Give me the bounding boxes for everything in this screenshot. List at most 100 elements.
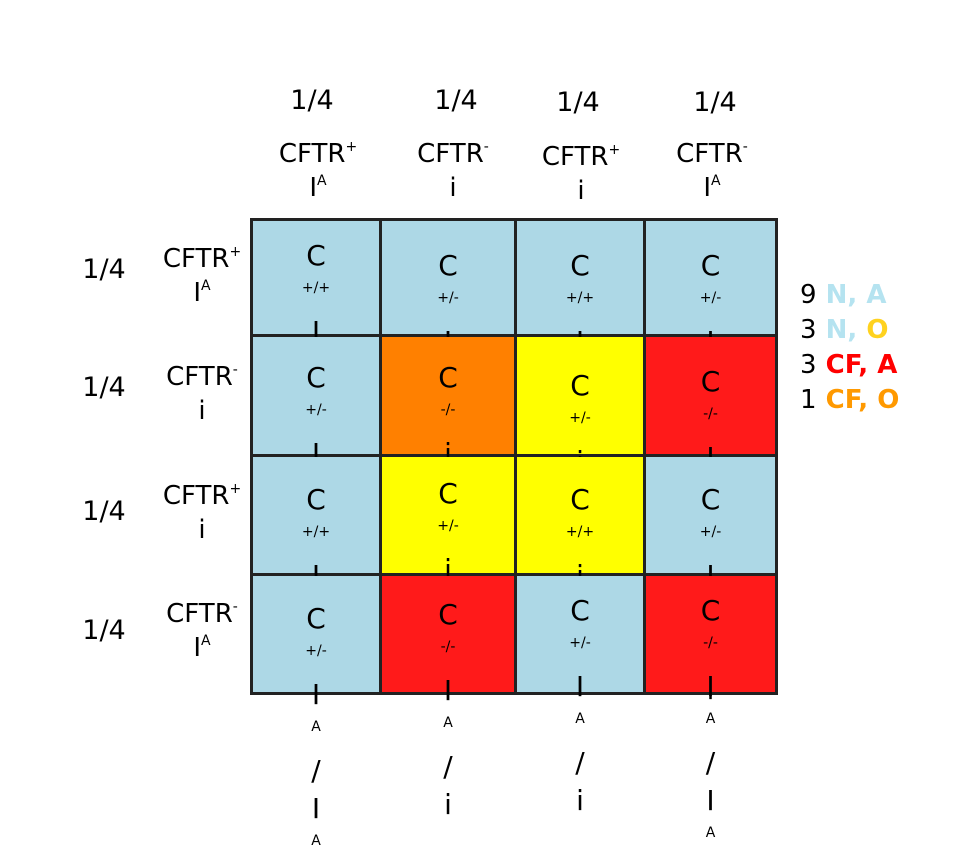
row-header-2: CFTR- i (142, 360, 262, 428)
cftr-sup: +/- (437, 518, 459, 534)
cftr-genotype: C -/- (382, 596, 514, 672)
cftr-genotype: C+/- (646, 481, 775, 557)
row-fraction-4: 1/4 (82, 615, 126, 646)
allele-2: i (444, 788, 452, 821)
cftr-sup: -/- (703, 406, 718, 422)
gene-label: CFTR (417, 139, 484, 169)
legend-count: 1 (800, 385, 817, 415)
gene-label: CFTR (676, 139, 743, 169)
gene-label: CFTR (166, 599, 233, 629)
cftr-genotype: C+/- (517, 592, 643, 668)
allele-1-sup: A (443, 715, 453, 731)
col-fraction-4: 1/4 (693, 87, 737, 118)
gene-label: CFTR (162, 244, 230, 274)
punnett-cell-r1-c4: C+/-IA/IA (646, 218, 778, 495)
cftr-letter: C (570, 249, 590, 282)
allele-label: I (703, 173, 712, 203)
punnett-cell-r2-c3: C+/-i/i (517, 337, 646, 554)
row-header-4: CFTR- IA (142, 597, 262, 665)
cftr-letter: C (306, 239, 326, 272)
cftr-sup: -/- (440, 639, 456, 655)
allele-separator: / (443, 750, 453, 783)
cftr-letter: C (700, 249, 721, 282)
cftr-genotype: C+/- (382, 475, 514, 551)
allele-separator: / (311, 754, 321, 787)
col-header-1: CFTR+ IA (258, 137, 378, 205)
cftr-letter: C (438, 598, 458, 631)
cftr-letter: C (306, 361, 326, 394)
cftr-genotype: C-/- (646, 592, 775, 668)
legend-row-1: 9 N, A (800, 278, 899, 313)
legend-right: A (877, 350, 898, 380)
allele-sup: A (201, 278, 211, 294)
phenotype-legend: 9 N, A 3 N, O 3 CF, A 1 CF, O (800, 278, 899, 418)
cftr-letter: C (306, 483, 326, 516)
allele-sup: A (711, 173, 721, 189)
row-header-3: CFTR+ i (142, 479, 262, 547)
cftr-sup: +/+ (565, 524, 595, 540)
cftr-sup: +/+ (301, 280, 331, 296)
allele-2: I (706, 784, 715, 817)
allele-1: i (444, 553, 452, 586)
cftr-genotype: C-/- (382, 359, 514, 435)
col-fraction-3: 1/4 (556, 87, 600, 118)
cftr-sup: +/- (305, 402, 327, 418)
cftr-genotype: C+/- (382, 247, 514, 323)
allele-1-sup: A (311, 719, 321, 735)
cftr-letter: C (438, 249, 458, 282)
punnett-cell-r2-c4: C-/-IA/i (646, 337, 778, 588)
col-header-4: CFTR- IA (652, 137, 772, 205)
allele-sup: A (317, 173, 327, 189)
cftr-letter: C (306, 602, 326, 635)
cftr-genotype: C+/- (253, 600, 379, 676)
cftr-letter: C (570, 483, 590, 516)
allele-1: I (706, 670, 715, 703)
allele-1: i (444, 437, 452, 470)
allele-1: I (311, 678, 321, 711)
allele-label: i (198, 515, 206, 545)
gene-label: CFTR (162, 481, 230, 511)
cftr-letter: C (700, 594, 721, 627)
allele-1: I (443, 674, 453, 707)
allele-1: I (311, 315, 321, 348)
cftr-sup: +/+ (301, 524, 331, 540)
allele-1-sup: A (705, 711, 716, 727)
allele-label: i (577, 176, 585, 206)
gene-sup: - (742, 139, 748, 155)
legend-left: N, (825, 280, 858, 310)
allele-label: I (193, 633, 202, 663)
punnett-cell-r1-c3: C+/+IA/i (517, 218, 646, 472)
punnett-square-slide: { "colors": { "blue": "#add8e6", "orange… (82, 85, 900, 848)
allele-label: i (449, 173, 457, 203)
legend-row-2: 3 N, O (800, 313, 899, 348)
allele-1: I (575, 670, 585, 703)
allele-1-sup: A (575, 711, 585, 727)
cftr-sup: +/- (569, 635, 591, 651)
allele-1: I (646, 557, 775, 595)
cftr-genotype: C +/- (646, 247, 775, 323)
punnett-cell-r3-c4: C+/-IA/i (646, 457, 778, 706)
cftr-sup: +/- (699, 290, 722, 306)
allele-label: i (198, 396, 206, 426)
legend-row-3: 3 CF, A (800, 348, 899, 383)
legend-left: CF, (825, 350, 869, 380)
gene-sup: - (483, 139, 489, 155)
legend-count: 3 (800, 350, 817, 380)
cftr-genotype: C +/- (253, 359, 379, 435)
row-fraction-3: 1/4 (82, 496, 126, 527)
col-fraction-1: 1/4 (290, 85, 334, 116)
cftr-genotype: C+/+ (517, 247, 643, 323)
gene-label: CFTR (541, 142, 609, 172)
allele-2: i (576, 784, 584, 817)
punnett-cell-r2-c1: C+/-IA/i (250, 337, 382, 584)
punnett-cell-r3-c3: C+/+i/i (517, 457, 646, 668)
legend-count: 9 (800, 280, 817, 310)
